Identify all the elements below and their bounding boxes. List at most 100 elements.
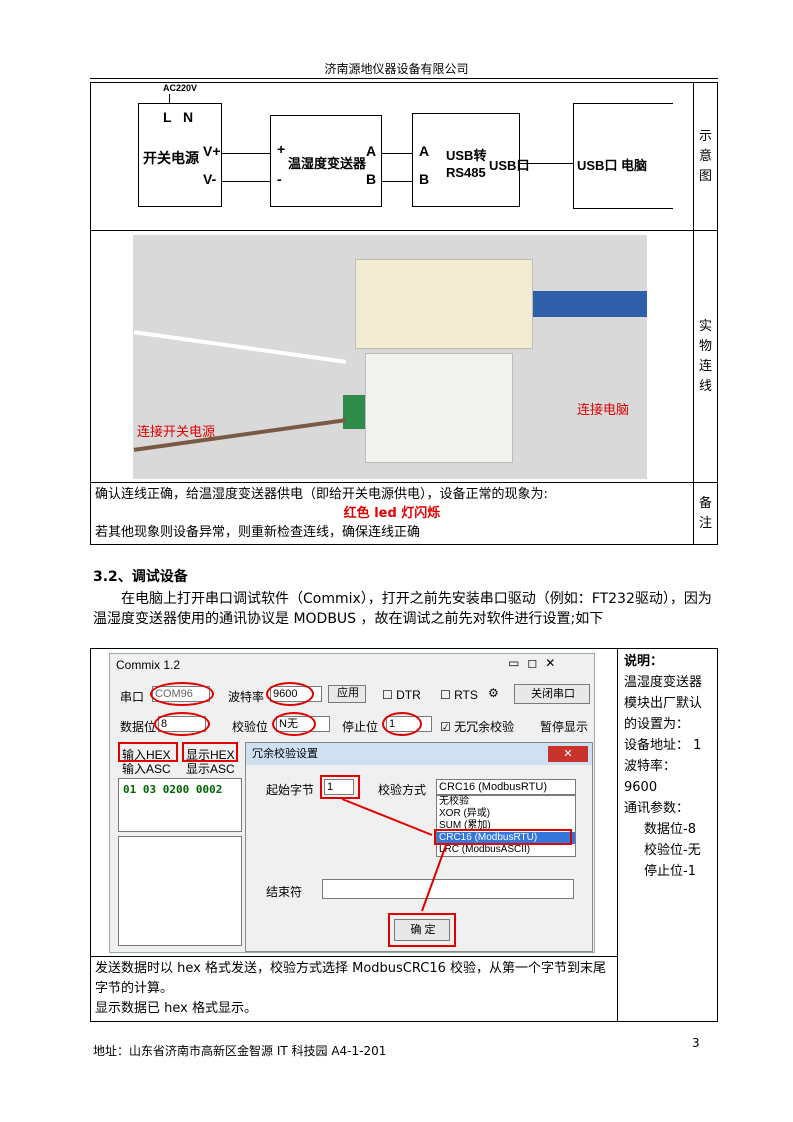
device-photo: 连接开关电源 连接电脑 <box>133 235 647 479</box>
desc-cell: 发送数据时以 hex 格式发送，校验方式选择 ModbusCRC16 校验，从第… <box>90 956 618 1022</box>
databits-label: 数据位 <box>120 720 157 734</box>
rts-label: RTS <box>454 688 478 702</box>
nocheck-checkbox[interactable]: ☑ 无冗余校验 <box>440 720 515 734</box>
method-option[interactable]: SUM (累加) <box>439 820 491 831</box>
arrow-to-method <box>341 798 433 836</box>
stop-highlight <box>382 712 422 736</box>
window-controls[interactable]: ▭◻✕ <box>508 656 564 670</box>
show-hex-button[interactable]: 显示HEX <box>186 748 235 762</box>
baud-label: 波特率 <box>228 690 265 704</box>
settings-icon[interactable]: ⚙ <box>488 686 499 700</box>
sensor-plus: + <box>277 141 286 157</box>
explain-parity: 校验位-无 <box>644 843 701 858</box>
wire-plus <box>222 153 270 154</box>
psu-name: 开关电源 <box>143 150 199 166</box>
databits-highlight <box>154 712 210 736</box>
desc-line1: 发送数据时以 hex 格式发送，校验方式选择 ModbusCRC16 校验，从第… <box>95 961 606 996</box>
sensor-name: 温湿度变送器 <box>288 156 367 171</box>
pause-button[interactable]: 暂停显示 <box>540 720 589 734</box>
conv-b: B <box>419 171 430 187</box>
dtr-checkbox[interactable]: ☐ DTR <box>382 688 421 702</box>
screenshot-cell: Commix 1.2 ▭◻✕ 串口 COM96 波特率 9600 应用 ☐ DT… <box>90 648 618 957</box>
sensor-minus: - <box>277 171 282 187</box>
row-label-diagram: 示 意 图 <box>693 82 718 231</box>
method-highlight <box>434 829 572 845</box>
ok-button[interactable]: 确 定 <box>394 919 450 941</box>
note-cell: 确认连线正确，给温湿度变送器供电（即给开关电源供电），设备正常的现象为: 红色 … <box>90 482 694 545</box>
annotation-arrows <box>341 798 447 912</box>
send-textbox[interactable]: 01 03 0200 0002 <box>118 778 242 832</box>
wiring-diagram-cell: AC220V L N 开关电源 V+ V- + - 温湿度变送器 A B A <box>90 82 694 231</box>
wire-white <box>133 330 347 364</box>
row-label-photo: 实 物 连 线 <box>693 230 718 483</box>
parity-label: 校验位 <box>232 720 269 734</box>
dialog-close-icon[interactable]: ✕ <box>548 746 588 762</box>
wire-usb <box>520 163 573 164</box>
setup-table: Commix 1.2 ▭◻✕ 串口 COM96 波特率 9600 应用 ☐ DT… <box>90 648 718 1022</box>
row-label-char: 示 <box>698 128 712 144</box>
input-asc-button[interactable]: 输入ASC <box>122 762 171 776</box>
arrow-to-ok <box>421 844 447 912</box>
footer-address: 地址：山东省济南市高新区金智源 IT 科技园 A4-1-201 <box>93 1044 387 1058</box>
ac-label: AC220V <box>163 83 198 93</box>
row-label-char: 物 <box>698 338 712 354</box>
wire-b <box>382 181 430 182</box>
input-hex-button[interactable]: 输入HEX <box>122 748 171 762</box>
section-title: 3.2、调试设备 <box>93 569 188 585</box>
label-connect-psu: 连接开关电源 <box>137 425 216 440</box>
port-label: 串口 <box>120 690 145 704</box>
sensor-a: A <box>366 143 377 159</box>
dtr-label: DTR <box>396 688 421 702</box>
rts-checkbox[interactable]: ☐ RTS <box>440 688 478 702</box>
close-port-button[interactable]: 关闭串口 <box>514 684 590 704</box>
psu-vplus: V+ <box>203 143 221 159</box>
note-line2: 红色 led 灯闪烁 <box>343 506 441 521</box>
row-label-char: 连 <box>698 358 712 374</box>
converter-device <box>355 259 533 349</box>
explain-title: 说明： <box>624 654 664 669</box>
commix-window: Commix 1.2 ▭◻✕ 串口 COM96 波特率 9600 应用 ☐ DT… <box>109 653 595 953</box>
psu-l: L <box>163 109 172 125</box>
page-number: 3 <box>692 1036 700 1050</box>
explain-stop: 停止位-1 <box>644 864 696 879</box>
sensor-box <box>270 115 382 207</box>
explain-body: 温湿度变送器模块出厂默认的设置为： <box>624 675 703 732</box>
pc-usb: USB口 <box>577 158 618 173</box>
desc-line2: 显示数据已 hex 格式显示。 <box>95 1001 257 1016</box>
sensor-terminal <box>343 395 365 429</box>
converter-box <box>412 113 520 207</box>
explain-data: 数据位-8 <box>644 822 696 837</box>
method-option-selected[interactable]: CRC16 (ModbusRTU) <box>437 832 575 844</box>
receive-textbox[interactable] <box>118 836 242 946</box>
show-asc-button[interactable]: 显示ASC <box>186 762 235 776</box>
method-option[interactable]: XOR (异或) <box>439 808 491 819</box>
input-hex-highlight <box>118 742 178 762</box>
end-char-input[interactable] <box>322 879 574 899</box>
ok-highlight <box>388 913 456 947</box>
conv-name-2: RS485 <box>446 165 486 180</box>
method-option[interactable]: 无校验 <box>439 796 469 807</box>
row-label-char: 线 <box>698 378 712 394</box>
start-byte-highlight <box>320 775 360 799</box>
page-header: 济南源地仪器设备有限公司 <box>324 62 469 76</box>
explain-cell: 说明： 温湿度变送器模块出厂默认的设置为： 设备地址： 1 波特率： 9600 … <box>617 648 718 1022</box>
row-label-char: 实 <box>698 318 712 334</box>
wiring-table: AC220V L N 开关电源 V+ V- + - 温湿度变送器 A B A <box>90 82 718 545</box>
apply-button[interactable]: 应用 <box>328 685 366 703</box>
wire-minus <box>222 181 270 182</box>
row-label-char: 备 <box>698 495 712 511</box>
start-byte-stepper[interactable]: 1 <box>324 779 354 795</box>
row-label-char: 图 <box>698 168 712 184</box>
checksum-dialog: 冗余校验设置 ✕ 起始字节 1 校验方式 CRC16 (ModbusRTU) 无… <box>245 742 593 952</box>
sensor-b: B <box>366 171 377 187</box>
conv-name-1: USB转 <box>446 148 487 163</box>
conv-a: A <box>419 143 430 159</box>
method-option[interactable]: LRC (ModbusASCII) <box>439 844 531 855</box>
header-rule <box>90 78 718 79</box>
psu-n: N <box>183 109 194 125</box>
conv-usb: USB口 <box>489 158 530 173</box>
row-label-char: 意 <box>698 148 712 164</box>
method-select[interactable]: CRC16 (ModbusRTU) <box>436 779 576 795</box>
start-byte-label: 起始字节 <box>266 783 315 797</box>
window-title: Commix 1.2 <box>116 658 181 672</box>
